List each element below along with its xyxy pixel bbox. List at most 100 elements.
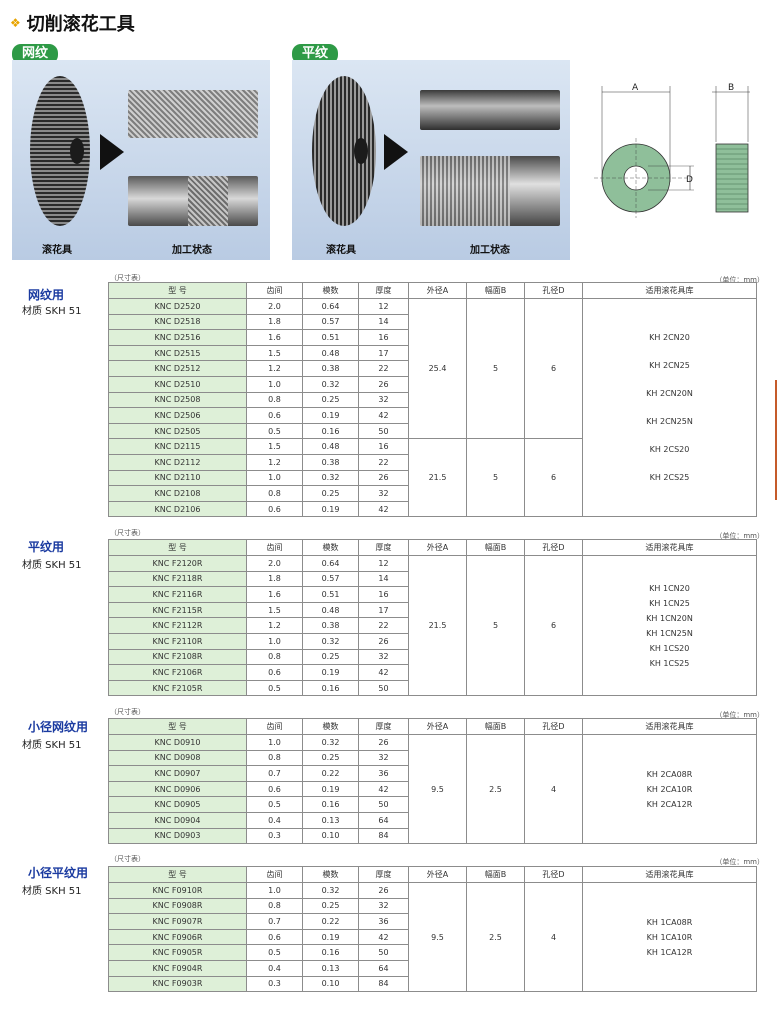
model-cell: KNC D2112 bbox=[108, 453, 247, 471]
column-header: 厚度 bbox=[358, 282, 409, 299]
value-cell: 0.22 bbox=[302, 765, 359, 782]
straight-knurl-pill: 平纹 bbox=[292, 44, 339, 64]
page-edge-rule bbox=[775, 380, 777, 500]
width-cell: 5 bbox=[466, 554, 525, 697]
model-cell: KNC D2506 bbox=[108, 407, 247, 424]
value-cell: 2.0 bbox=[246, 555, 303, 572]
value-cell: 42 bbox=[358, 780, 409, 798]
library-item: KH 1CA12R bbox=[646, 947, 693, 957]
model-cell: KNC D2115 bbox=[108, 438, 247, 455]
column-header: 厚度 bbox=[358, 718, 409, 735]
unit-label: （单位：mm） bbox=[715, 276, 764, 284]
value-cell: 50 bbox=[358, 422, 409, 440]
value-cell: 0.16 bbox=[302, 679, 359, 697]
value-cell: 0.48 bbox=[302, 601, 359, 619]
value-cell: 32 bbox=[358, 391, 409, 409]
model-cell: KNC F0907R bbox=[108, 913, 247, 930]
value-cell: 0.48 bbox=[302, 344, 359, 362]
section-title: 平纹用 bbox=[28, 540, 65, 554]
column-header: 模数 bbox=[302, 282, 359, 299]
model-cell: KNC F2115R bbox=[108, 601, 247, 619]
model-cell: KNC D2512 bbox=[108, 360, 247, 377]
value-cell: 0.64 bbox=[302, 555, 359, 572]
library-item: KH 1CN20 bbox=[649, 583, 690, 593]
value-cell: 0.25 bbox=[302, 648, 359, 666]
value-cell: 14 bbox=[358, 313, 409, 331]
library-item: KH 1CS20 bbox=[649, 643, 690, 653]
column-header: 齿间 bbox=[246, 282, 303, 299]
value-cell: 1.5 bbox=[246, 601, 303, 619]
value-cell: 32 bbox=[358, 749, 409, 767]
value-cell: 0.8 bbox=[246, 391, 303, 409]
model-cell: KNC D0908 bbox=[108, 749, 247, 767]
value-cell: 0.8 bbox=[246, 749, 303, 767]
value-cell: 1.8 bbox=[246, 570, 303, 588]
section-title: 网纹用 bbox=[28, 288, 65, 302]
model-cell: KNC D2516 bbox=[108, 329, 247, 346]
outer-cell: 21.5 bbox=[408, 554, 467, 697]
column-header: 模数 bbox=[302, 718, 359, 735]
value-cell: 16 bbox=[358, 438, 409, 455]
value-cell: 1.2 bbox=[246, 617, 303, 634]
value-cell: 0.32 bbox=[302, 882, 359, 899]
value-cell: 0.25 bbox=[302, 749, 359, 767]
model-cell: KNC F0905R bbox=[108, 944, 247, 961]
outer-cell: 9.5 bbox=[408, 733, 467, 845]
value-cell: 14 bbox=[358, 570, 409, 588]
column-header: 孔径D bbox=[524, 539, 583, 556]
value-cell: 0.5 bbox=[246, 679, 303, 697]
unit-label: （单位：mm） bbox=[715, 711, 764, 719]
value-cell: 0.32 bbox=[302, 375, 359, 393]
value-cell: 0.22 bbox=[302, 913, 359, 930]
caption-processed-left: 加工状态 bbox=[172, 245, 212, 256]
value-cell: 0.10 bbox=[302, 827, 359, 845]
value-cell: 16 bbox=[358, 329, 409, 346]
caption-tool-left: 滚花具 bbox=[42, 245, 72, 256]
model-cell: KNC D2505 bbox=[108, 422, 247, 440]
library-item: KH 2CA10R bbox=[646, 784, 693, 794]
model-cell: KNC F2110R bbox=[108, 632, 247, 650]
value-cell: 0.25 bbox=[302, 391, 359, 409]
value-cell: 0.57 bbox=[302, 313, 359, 331]
library-item: KH 2CN25N bbox=[646, 416, 693, 426]
bore-cell: 6 bbox=[524, 438, 583, 518]
column-header: 厚度 bbox=[358, 866, 409, 883]
value-cell: 42 bbox=[358, 928, 409, 946]
column-header: 型 号 bbox=[108, 282, 247, 299]
library-item: KH 2CN25 bbox=[649, 360, 690, 370]
model-cell: KNC F2108R bbox=[108, 648, 247, 666]
value-cell: 0.6 bbox=[246, 500, 303, 518]
model-cell: KNC F0910R bbox=[108, 882, 247, 899]
column-header: 厚度 bbox=[358, 539, 409, 556]
section-material: 材质 SKH 51 bbox=[22, 886, 82, 897]
value-cell: 26 bbox=[358, 882, 409, 899]
value-cell: 0.13 bbox=[302, 959, 359, 977]
value-cell: 0.3 bbox=[246, 827, 303, 845]
value-cell: 50 bbox=[358, 679, 409, 697]
column-header: 适用滚花具库 bbox=[582, 866, 757, 883]
value-cell: 0.5 bbox=[246, 944, 303, 961]
model-cell: KNC F2105R bbox=[108, 679, 247, 697]
value-cell: 22 bbox=[358, 360, 409, 377]
column-header: 型 号 bbox=[108, 718, 247, 735]
value-cell: 2.0 bbox=[246, 298, 303, 315]
model-cell: KNC D2518 bbox=[108, 313, 247, 331]
straight-knurl-photo: 滚花具 加工状态 bbox=[292, 60, 570, 260]
dim-a-label: A bbox=[632, 83, 639, 93]
width-cell: 5 bbox=[466, 297, 525, 440]
value-cell: 0.10 bbox=[302, 975, 359, 993]
bore-cell: 4 bbox=[524, 881, 583, 993]
